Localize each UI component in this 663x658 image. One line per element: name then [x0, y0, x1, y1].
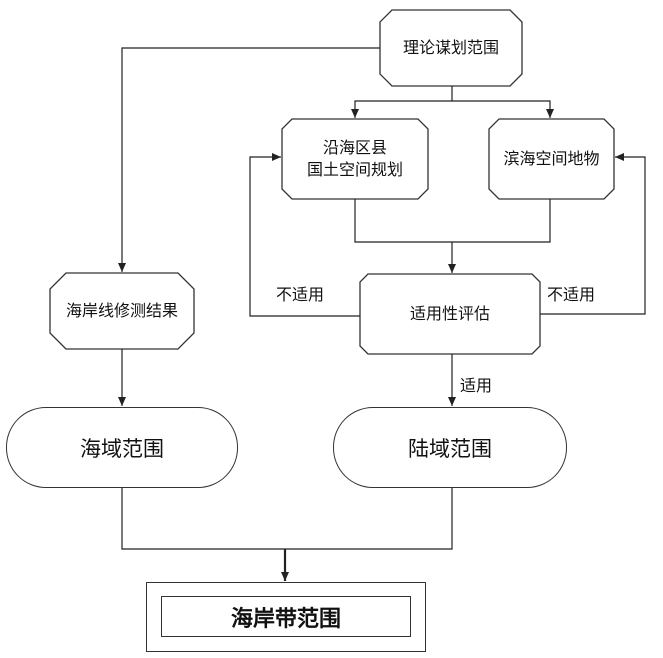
- shoreline-result-node: 海岸线修测结果: [50, 273, 194, 349]
- shoreline-result-label: 海岸线修测结果: [65, 301, 178, 321]
- suitability-eval-node: 适用性评估: [360, 274, 540, 354]
- theory-scope-node: 理论谋划范围: [380, 10, 522, 86]
- coastal-features-node: 滨海空间地物: [489, 119, 614, 199]
- sea-scope-label: 海域范围: [80, 436, 164, 461]
- theory-scope-label: 理论谋划范围: [402, 38, 499, 58]
- edge-merge-left: [354, 199, 551, 243]
- edge-not-applicable-left: [249, 153, 360, 317]
- coastal-features-shape: [488, 118, 615, 200]
- coastal-county-planning-label-line2: 国土空间规划: [306, 160, 403, 179]
- shoreline-shape: [49, 272, 195, 350]
- edge-theory-split: [351, 86, 453, 118]
- coastal-planning-shape: [281, 118, 429, 200]
- edge-label-not-applicable-right: 不适用: [547, 285, 596, 304]
- coastal-zone-scope-label: 海岸带范围: [230, 606, 341, 632]
- suitability-eval-label: 适用性评估: [409, 304, 490, 324]
- land-scope-node: 陆域范围: [333, 407, 567, 488]
- edge-label-applicable: 适用: [460, 376, 493, 395]
- land-scope-label: 陆域范围: [408, 436, 492, 461]
- edge-not-applicable-right: [540, 153, 646, 315]
- edge-theory-split-right: [452, 100, 554, 118]
- sea-scope-node: 海域范围: [6, 407, 238, 488]
- coastal-features-label: 滨海空间地物: [503, 149, 600, 169]
- edge-sea-down: [121, 488, 453, 550]
- coastal-county-planning-node: 沿海区县 国土空间规划: [282, 119, 428, 199]
- theory-scope-shape: [379, 9, 523, 87]
- edge-label-not-applicable-left: 不适用: [276, 285, 325, 304]
- coastal-county-planning-label-line1: 沿海区县: [322, 138, 387, 158]
- suitability-shape: [359, 273, 541, 355]
- edge-theory-to-shoreline: [118, 47, 380, 272]
- coastal-zone-scope-node: 海岸带范围: [146, 582, 426, 652]
- coastal-zone-scope-inner: 海岸带范围: [161, 596, 411, 637]
